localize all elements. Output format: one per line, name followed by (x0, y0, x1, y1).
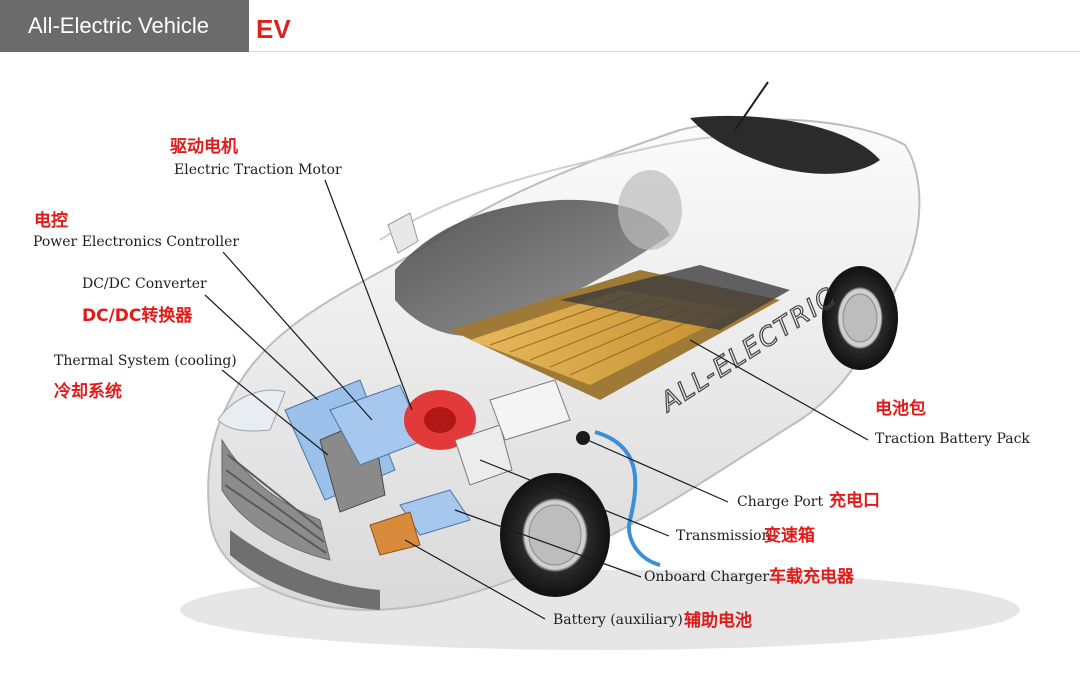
rear-wheel (822, 266, 898, 370)
charging-cable (594, 430, 661, 567)
leader-charge-port (582, 437, 729, 503)
side-mirror (387, 212, 419, 254)
leader-transmission (479, 459, 670, 537)
label-motor-en: Electric Traction Motor (174, 162, 342, 178)
diagram-title: All-Electric Vehicle (0, 0, 249, 52)
leader-controller (222, 251, 373, 421)
traction-battery-pack (450, 265, 790, 400)
leader-motor (324, 179, 413, 411)
leader-lines (204, 179, 869, 620)
leader-aux-battery (404, 539, 546, 620)
label-transmission-zh: 变速箱 (764, 526, 815, 546)
front-grille (221, 438, 331, 561)
headlight (217, 389, 286, 432)
leader-charger (454, 509, 642, 578)
label-controller-en: Power Electronics Controller (33, 234, 240, 250)
leader-thermal (221, 369, 329, 456)
front-wheel (500, 473, 610, 597)
lower-intake (230, 530, 380, 610)
leader-battery-pack (689, 339, 869, 441)
traction-motor (404, 390, 476, 450)
ev-badge: EV (256, 14, 291, 44)
label-battery-pack-en: Traction Battery Pack (875, 431, 1030, 447)
aux-battery-block (369, 511, 421, 556)
label-aux-battery-zh: 辅助电池 (684, 611, 752, 631)
label-transmission-en: Transmission (676, 528, 771, 544)
label-dcdc-en: DC/DC Converter (82, 276, 207, 292)
label-controller-zh: 电控 (34, 211, 68, 231)
label-thermal-en: Thermal System (cooling) (54, 353, 237, 369)
label-dcdc-zh: DC/DC转换器 (82, 306, 193, 326)
leader-dcdc (204, 294, 319, 401)
label-charger-en: Onboard Charger (644, 569, 770, 585)
controller-box (489, 379, 571, 441)
label-thermal-zh: 冷却系统 (54, 382, 122, 402)
label-aux-battery-en: Battery (auxiliary) (553, 612, 683, 628)
header-divider (249, 51, 1080, 52)
label-charger-zh: 车载充电器 (769, 567, 854, 587)
label-motor-zh: 驱动电机 (170, 137, 238, 157)
windshield (395, 199, 670, 336)
rear-wheel-left (618, 170, 682, 250)
label-battery-pack-zh: 电池包 (875, 399, 926, 419)
transmission-block (454, 424, 513, 486)
antenna (734, 81, 769, 131)
grille-slats (224, 454, 327, 554)
label-charge-port-zh: 充电口 (829, 491, 880, 511)
rear-window (690, 115, 880, 174)
label-charge-port-en: Charge Port (737, 494, 824, 510)
